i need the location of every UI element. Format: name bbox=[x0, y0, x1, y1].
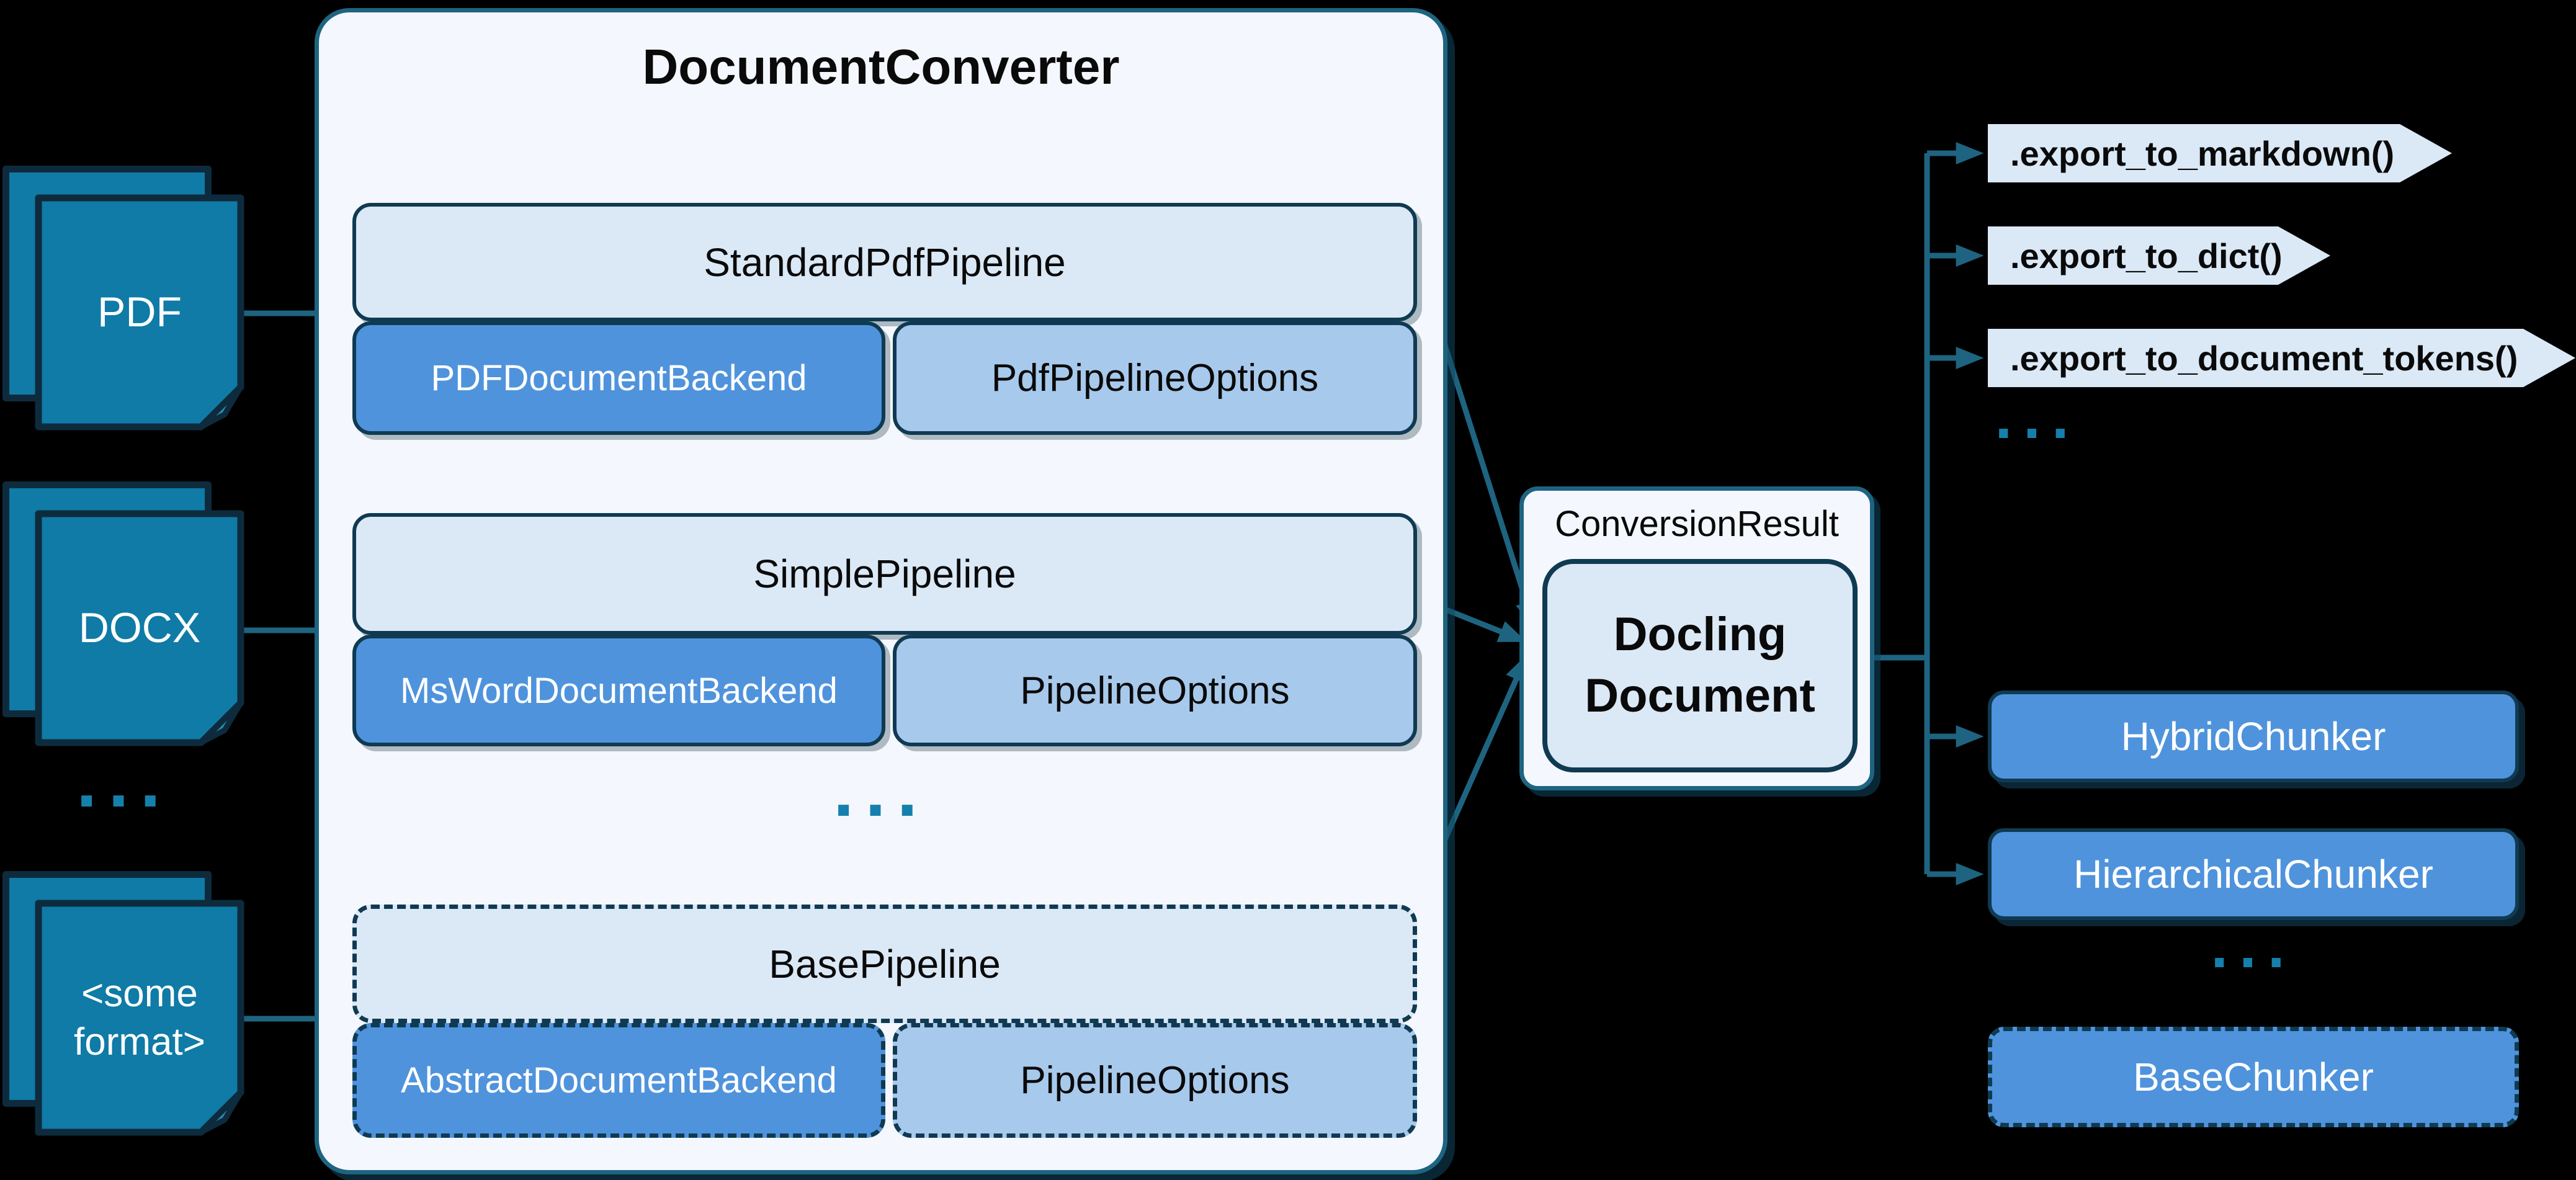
backend-abstractdocument: AbstractDocumentBackend bbox=[352, 1023, 885, 1138]
pipeline-base: BasePipeline bbox=[352, 905, 1417, 1023]
chunker-base: BaseChunker bbox=[1988, 1027, 2519, 1127]
backend-pdfdocument: PDFDocumentBackend bbox=[352, 321, 885, 435]
input-label-pdf: PDF bbox=[97, 288, 182, 336]
export-tag-dict: .export_to_dict() bbox=[1988, 226, 2330, 285]
options-basepipeline: PipelineOptions bbox=[893, 1023, 1417, 1138]
input-doc-docx: DOCX bbox=[2, 481, 246, 747]
options-pdfpipeline: PdfPipelineOptions bbox=[893, 321, 1417, 435]
exports-ellipsis: ... bbox=[1995, 382, 2080, 452]
backend-msword: MsWordDocumentBackend bbox=[352, 635, 885, 746]
chunker-hybrid: HybridChunker bbox=[1988, 691, 2519, 782]
document-stack-icon bbox=[2, 481, 244, 746]
input-doc-someformat: <some format> bbox=[2, 871, 246, 1137]
export-tag-markdown: .export_to_markdown() bbox=[1988, 124, 2452, 182]
inputs-ellipsis: ... bbox=[76, 740, 172, 823]
input-label-docx: DOCX bbox=[78, 604, 201, 651]
pipeline-simple: SimplePipeline bbox=[352, 513, 1417, 635]
converter-ellipsis: ... bbox=[833, 749, 929, 832]
options-pipeline: PipelineOptions bbox=[893, 635, 1417, 746]
document-converter-title: DocumentConverter bbox=[642, 39, 1120, 94]
docling-document-box: Docling Document bbox=[1542, 559, 1858, 772]
document-stack-icon bbox=[2, 166, 244, 431]
chunkers-ellipsis: ... bbox=[2211, 911, 2296, 981]
document-stack-icon bbox=[2, 871, 244, 1136]
input-doc-pdf: PDF bbox=[2, 166, 246, 431]
chunker-hierarchical: HierarchicalChunker bbox=[1988, 828, 2519, 920]
input-label-someformat: <some format> bbox=[74, 972, 205, 1063]
export-tag-document-tokens: .export_to_document_tokens() bbox=[1988, 329, 2575, 387]
conversion-result-label: ConversionResult bbox=[1555, 504, 1839, 544]
pipeline-standardpdf: StandardPdfPipeline bbox=[352, 203, 1417, 321]
document-converter-panel: DocumentConverter StandardPdfPipeline PD… bbox=[315, 8, 1447, 1174]
conversion-result-panel: ConversionResult Docling Document bbox=[1519, 486, 1874, 790]
